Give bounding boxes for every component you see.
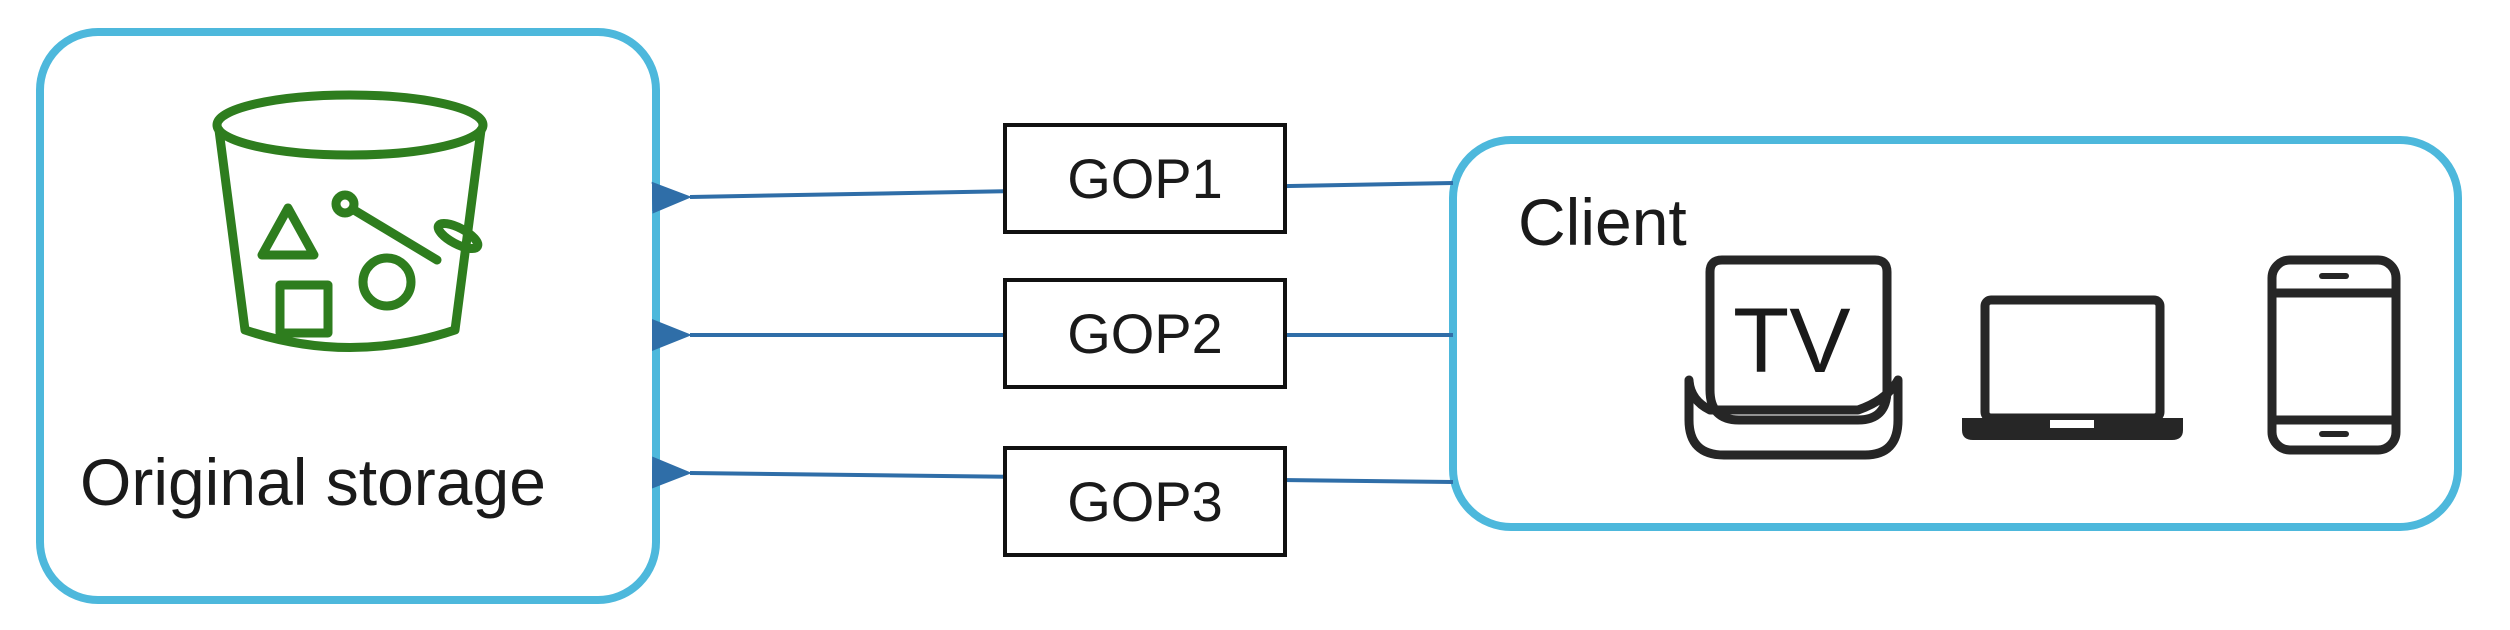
bucket-icon <box>212 90 488 352</box>
tv-icon: TV <box>1684 255 1903 460</box>
gop2-label: GOP2 <box>1067 302 1223 365</box>
original-storage-node: Original storage <box>36 28 660 604</box>
gop-1: GOP1 <box>1003 123 1287 234</box>
gop3-label: GOP3 <box>1067 470 1223 533</box>
gop3-box <box>1003 446 1287 557</box>
gop2-box <box>1003 278 1287 389</box>
gop-3: GOP3 <box>1003 446 1287 557</box>
tv-label: TV <box>1733 290 1851 392</box>
client-label: Client <box>1518 185 1687 259</box>
tablet-icon <box>2267 255 2401 455</box>
gop-2: GOP2 <box>1003 278 1287 389</box>
original-storage-label: Original storage <box>80 445 546 519</box>
gop1-label: GOP1 <box>1067 147 1223 210</box>
gop1-box <box>1003 123 1287 234</box>
client-node: Client TV <box>1449 136 2462 531</box>
original-storage-box <box>36 28 660 604</box>
laptop-icon <box>1962 295 2183 440</box>
